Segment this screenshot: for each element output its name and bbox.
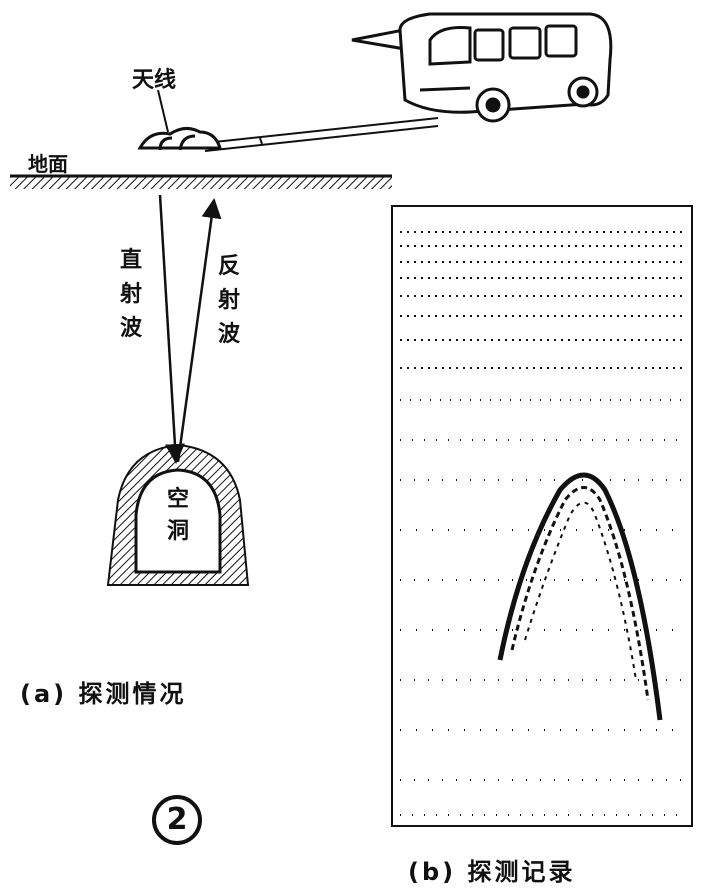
antenna-cable xyxy=(204,117,439,152)
radar-hyperbola xyxy=(497,472,663,721)
cavity-label: 空 洞 xyxy=(166,487,189,544)
figure-number: 2 xyxy=(152,795,202,845)
antenna xyxy=(137,127,223,151)
reflected-wave-arrow xyxy=(176,198,222,463)
caption-b: (b) 探测记录 xyxy=(408,858,576,886)
survey-van xyxy=(351,12,613,123)
reflected-wave-label: 反 射 波 xyxy=(217,254,240,347)
antenna-label: 天线 xyxy=(132,68,177,93)
cavity xyxy=(106,443,250,586)
caption-a: (a) 探测情况 xyxy=(20,680,187,708)
antenna-pointer xyxy=(157,89,169,133)
ground-surface xyxy=(10,174,392,189)
direct-wave-arrow xyxy=(158,194,185,464)
ground-label: 地面 xyxy=(28,152,68,176)
radar-record xyxy=(391,205,693,827)
direct-wave-label: 直 射 波 xyxy=(119,248,142,341)
